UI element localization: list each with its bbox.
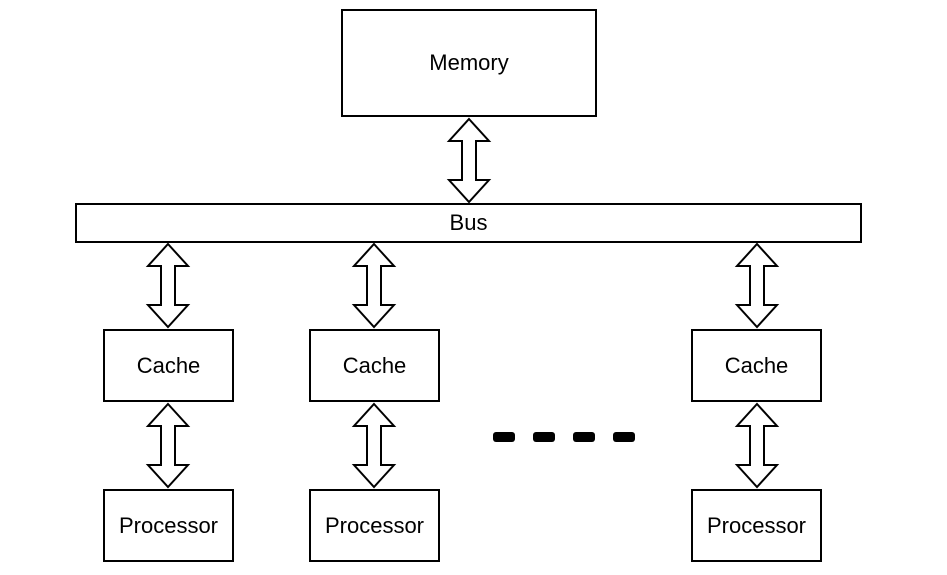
cache-processor-2-arrow: [351, 402, 397, 489]
cache-processor-3-arrow: [734, 402, 780, 489]
bus-label: Bus: [449, 210, 488, 235]
processor-box-2: Processor: [309, 489, 440, 562]
bus-cache-3-arrow: [734, 242, 780, 329]
memory-box: Memory: [341, 9, 597, 117]
bus-cache-2-arrow: [351, 242, 397, 329]
processor-label: Processor: [706, 512, 807, 538]
bus-box: Bus: [75, 203, 862, 243]
ellipsis-dash: [533, 432, 555, 442]
cache-label: Cache: [342, 352, 407, 378]
processor-label: Processor: [118, 512, 219, 538]
processor-box-3: Processor: [691, 489, 822, 562]
memory-bus-arrow: [446, 117, 492, 204]
cache-box-1: Cache: [103, 329, 234, 402]
cache-label: Cache: [724, 352, 789, 378]
processor-box-1: Processor: [103, 489, 234, 562]
memory-label: Memory: [429, 50, 509, 75]
cache-box-2: Cache: [309, 329, 440, 402]
cache-box-3: Cache: [691, 329, 822, 402]
ellipsis-dash: [493, 432, 515, 442]
processor-label: Processor: [324, 512, 425, 538]
ellipsis-dash: [573, 432, 595, 442]
bus-cache-1-arrow: [145, 242, 191, 329]
ellipsis-dash: [613, 432, 635, 442]
cache-processor-1-arrow: [145, 402, 191, 489]
cache-label: Cache: [136, 352, 201, 378]
